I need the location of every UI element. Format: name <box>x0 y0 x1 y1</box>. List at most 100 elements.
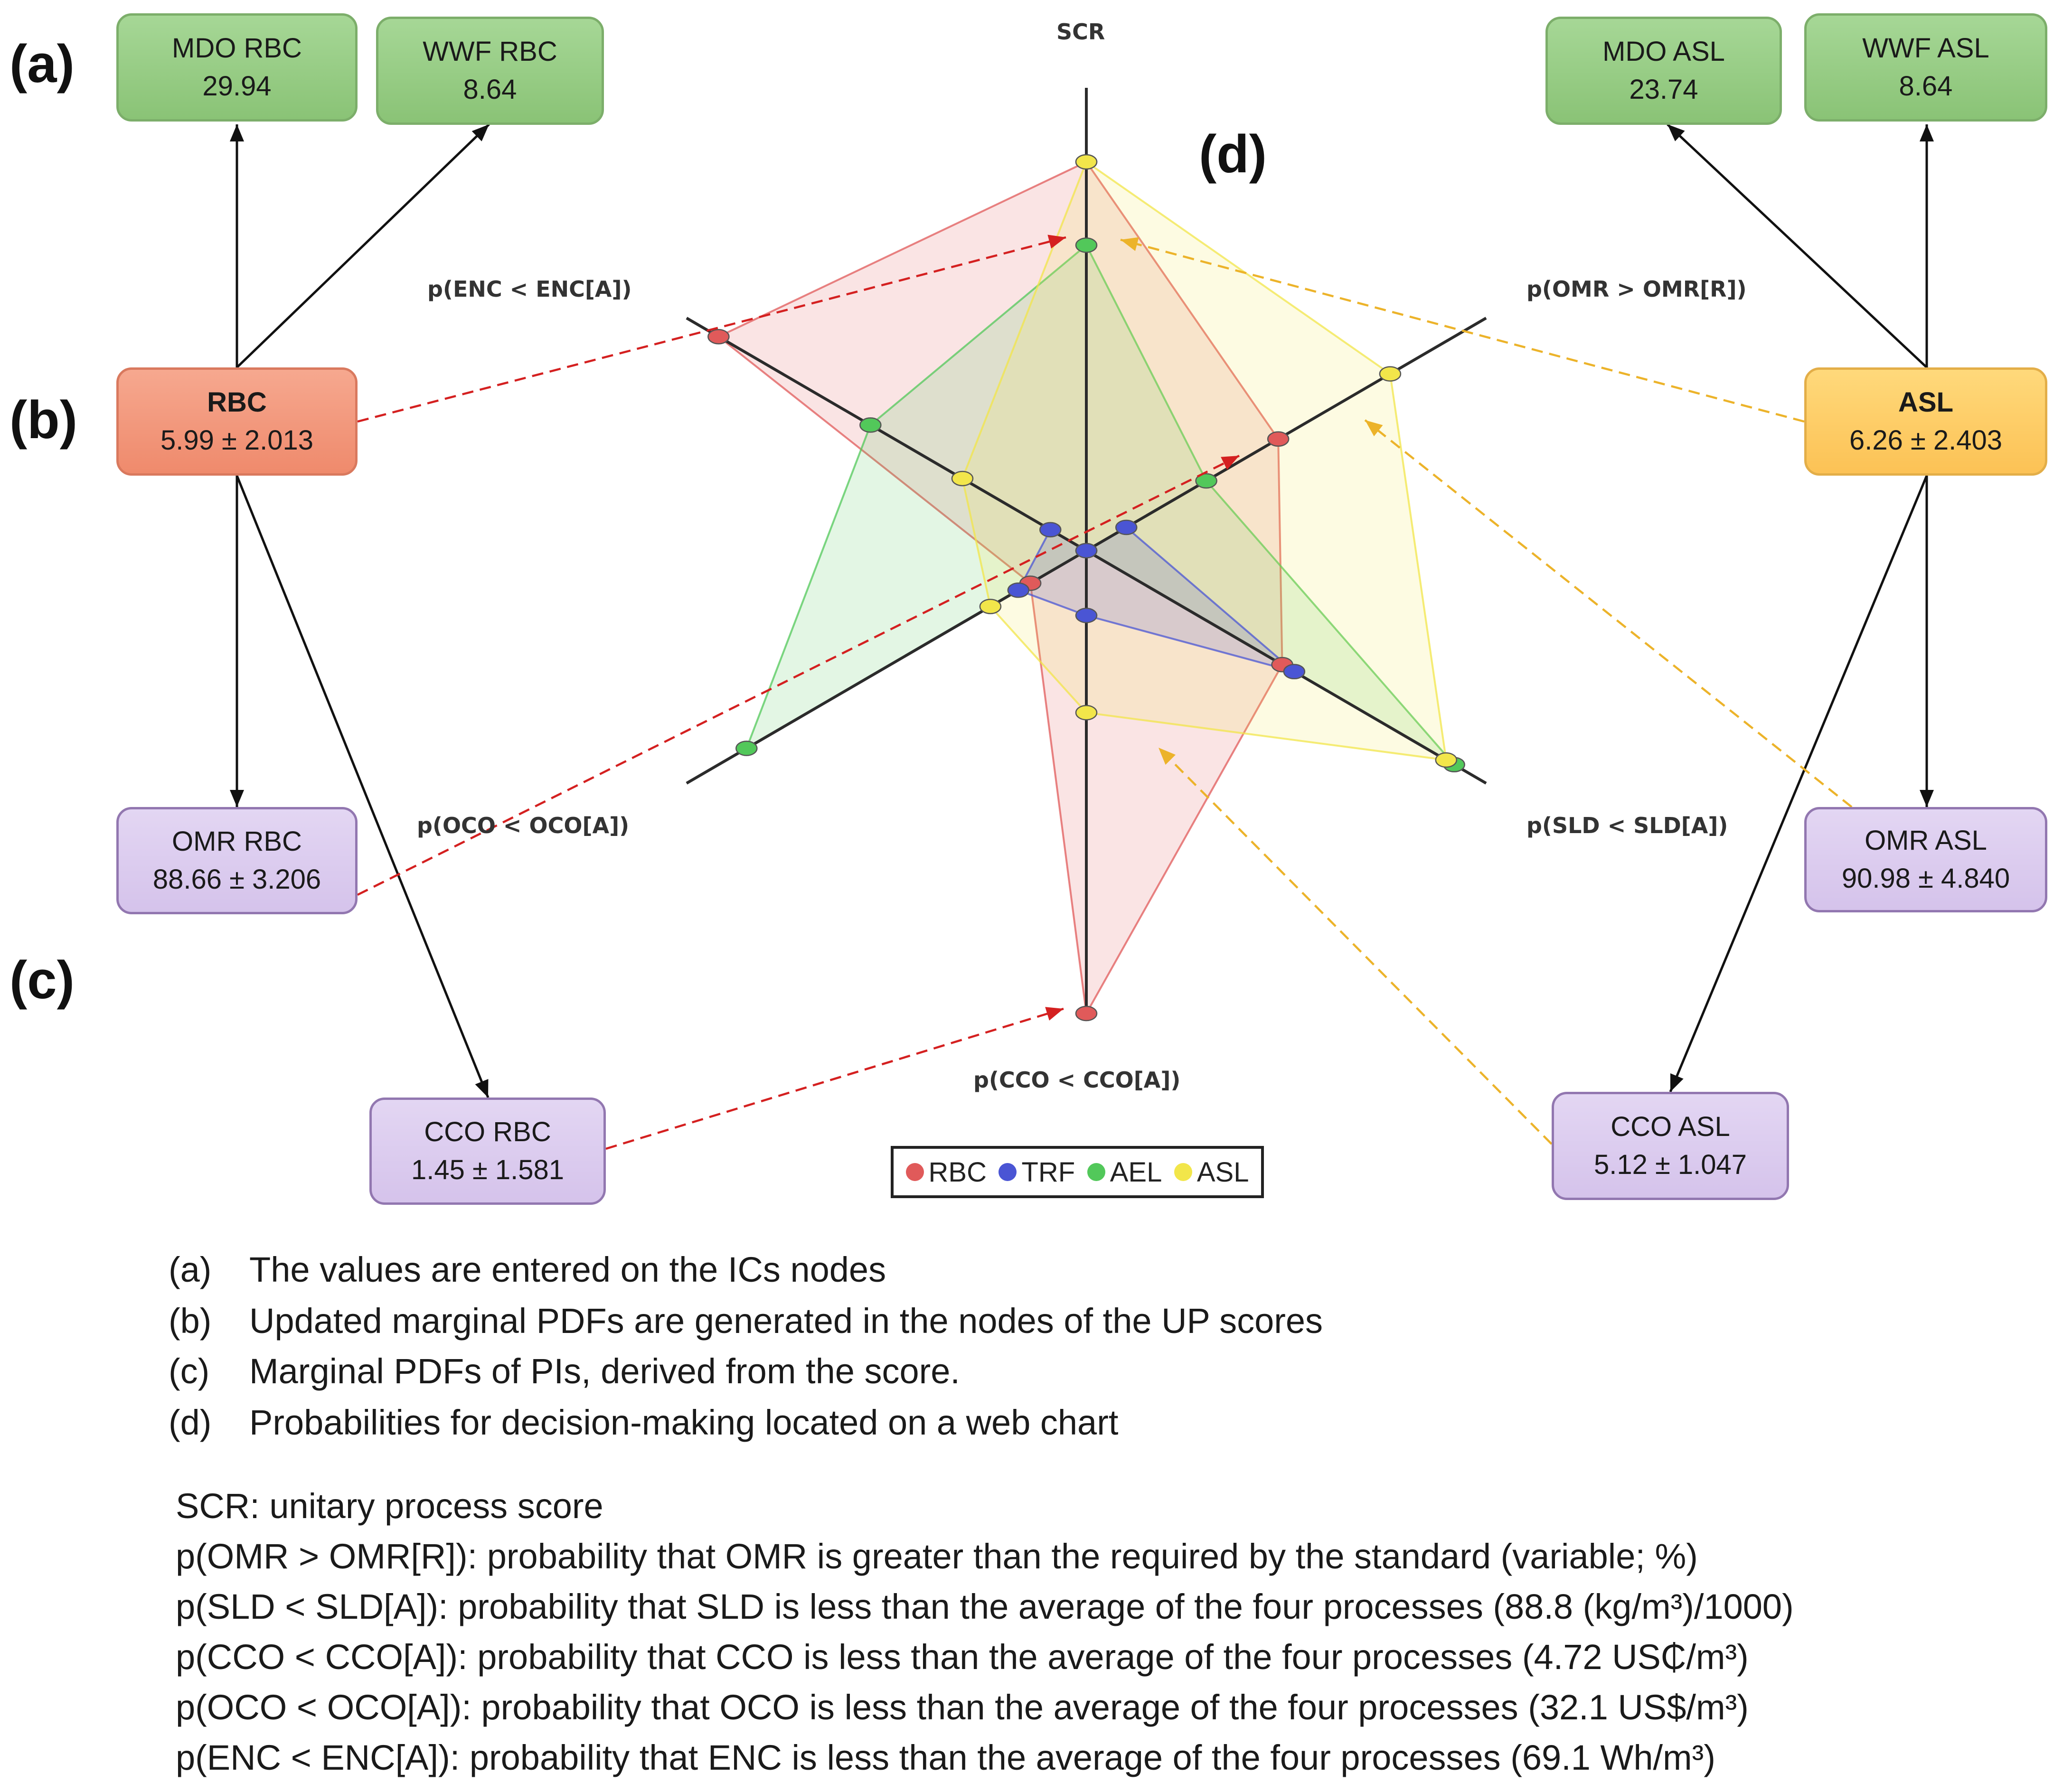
legend-label: AEL <box>1110 1156 1162 1188</box>
node-title: CCO RBC <box>424 1116 551 1147</box>
arrow-head <box>1221 456 1239 470</box>
node-value: 5.12 ± 1.047 <box>1593 1149 1747 1180</box>
arrow-shaft <box>605 1007 1064 1150</box>
node-value: 90.98 ± 4.840 <box>1841 863 2010 894</box>
radar-point-asl <box>1075 705 1098 721</box>
arrow-head <box>1365 420 1383 437</box>
radar-point-asl <box>1435 752 1458 768</box>
radar-point-trf <box>1115 519 1138 535</box>
note-text: Probabilities for decision-making locate… <box>249 1403 1119 1442</box>
node-title: ASL <box>1898 386 1953 418</box>
arrow-head <box>1045 1007 1064 1021</box>
note-text: Marginal PDFs of PIs, derived from the s… <box>249 1351 960 1391</box>
radar-point-rbc <box>1267 431 1290 447</box>
radar-point-ael <box>735 741 758 756</box>
radar-point-ael <box>1195 473 1217 489</box>
arrow-asl-to-omr <box>1920 476 1934 807</box>
dashed-arrow-omr-rbc <box>357 454 1240 896</box>
panel-tag-c: (c) <box>9 950 75 1010</box>
definition-line: p(SLD < SLD[A]): probability that SLD is… <box>176 1587 1794 1626</box>
arrow-shaft <box>1667 123 1928 368</box>
dashed-arrow-asl-score <box>1120 237 1805 423</box>
radar-point-trf <box>1283 664 1306 680</box>
definition-line: SCR: unitary process score <box>176 1486 603 1526</box>
note-key: (c) <box>169 1351 210 1391</box>
panel-tag-b: (b) <box>9 390 78 450</box>
radar-point-asl <box>951 470 974 487</box>
axis-label-enc: p(ENC < ENC[A]) <box>427 276 632 302</box>
axis-label-oco: p(OCO < OCO[A]) <box>417 813 630 838</box>
radar-point-asl <box>1075 154 1098 170</box>
legend-item-rbc: RBC <box>905 1156 987 1188</box>
radar-point-rbc <box>1075 1005 1098 1022</box>
radar-chart <box>686 88 1487 1022</box>
arrow-shaft <box>1158 747 1553 1145</box>
radar-point-asl <box>979 599 1002 614</box>
node-asl-score: ASL 6.26 ± 2.403 <box>1804 367 2047 476</box>
arrow-head <box>230 124 244 141</box>
radar-point-trf <box>1039 522 1062 538</box>
radar-point-asl <box>1379 366 1402 382</box>
node-cco-rbc: CCO RBC 1.45 ± 1.581 <box>369 1098 606 1205</box>
node-wwf-rbc: WWF RBC 8.64 <box>376 17 604 125</box>
radar-point-trf <box>1007 582 1030 598</box>
abbreviation-definitions: SCR: unitary process score p(OMR > OMR[R… <box>176 1486 2051 1790</box>
legend-item-ael: AEL <box>1087 1156 1162 1188</box>
arrow-head <box>471 124 489 141</box>
legend-label: TRF <box>1021 1156 1075 1188</box>
dashed-arrow-cco-asl <box>1158 747 1553 1145</box>
definition-line: p(OCO < OCO[A]): probability that OCO is… <box>176 1688 1749 1727</box>
node-title: OMR ASL <box>1865 825 1987 856</box>
note-text: Updated marginal PDFs are generated in t… <box>249 1301 1323 1341</box>
radar-point-rbc <box>707 328 730 345</box>
dashed-arrow-cco-rbc <box>605 1007 1064 1150</box>
arrow-shaft <box>236 475 490 1098</box>
node-omr-rbc: OMR RBC 88.66 ± 3.206 <box>116 807 358 914</box>
arrow-shaft <box>1669 475 1928 1092</box>
node-mdo-rbc: MDO RBC 29.94 <box>116 13 358 122</box>
node-title: MDO ASL <box>1602 36 1725 67</box>
panel-tag-d: (d) <box>1199 124 1267 184</box>
note-key: (b) <box>169 1301 212 1341</box>
arrow-asl-to-cco <box>1669 475 1928 1092</box>
dashed-arrow-rbc-score <box>357 235 1066 423</box>
dashed-arrow-omr-asl <box>1364 419 1853 808</box>
node-mdo-asl: MDO ASL 23.74 <box>1545 17 1782 125</box>
node-value: 29.94 <box>202 71 272 102</box>
node-value: 88.66 ± 3.206 <box>152 864 321 895</box>
arrow-head <box>1920 124 1934 141</box>
node-rbc-score: RBC 5.99 ± 2.013 <box>116 367 358 476</box>
radar-point-ael <box>859 417 882 433</box>
connector-arrows <box>230 123 1934 1150</box>
node-title: WWF ASL <box>1862 32 1989 64</box>
arrow-shaft <box>1120 238 1805 423</box>
node-cco-asl: CCO ASL 5.12 ± 1.047 <box>1552 1092 1789 1200</box>
arrow-asl-to-mdo <box>1667 123 1928 368</box>
radar-point-ael <box>1075 237 1098 253</box>
node-title: WWF RBC <box>423 36 557 67</box>
arrow-head <box>1159 748 1176 765</box>
note-text: The values are entered on the ICs nodes <box>249 1250 886 1289</box>
legend-dot-icon <box>1174 1163 1192 1181</box>
arrow-asl-to-wwf <box>1920 124 1934 367</box>
panel-tag-a: (a) <box>9 34 75 94</box>
arrow-head <box>1047 235 1066 249</box>
node-title: RBC <box>207 386 267 418</box>
legend-dot-icon <box>905 1163 924 1181</box>
arrow-head <box>1920 790 1934 807</box>
note-key: (a) <box>169 1250 212 1289</box>
arrow-head <box>1667 124 1685 141</box>
node-value: 1.45 ± 1.581 <box>411 1154 565 1185</box>
node-value: 5.99 ± 2.013 <box>160 425 314 456</box>
arrow-head <box>230 790 244 807</box>
axis-label-scr: SCR <box>1056 19 1105 45</box>
node-omr-asl: OMR ASL 90.98 ± 4.840 <box>1804 807 2047 912</box>
axis-label-cco: p(CCO < CCO[A]) <box>973 1067 1181 1093</box>
arrow-rbc-to-mdo <box>230 124 244 367</box>
note-key: (d) <box>169 1403 212 1442</box>
node-title: MDO RBC <box>172 32 302 64</box>
axis-label-omr: p(OMR > OMR[R]) <box>1526 276 1747 302</box>
legend-item-trf: TRF <box>999 1156 1075 1188</box>
legend-item-asl: ASL <box>1174 1156 1249 1188</box>
